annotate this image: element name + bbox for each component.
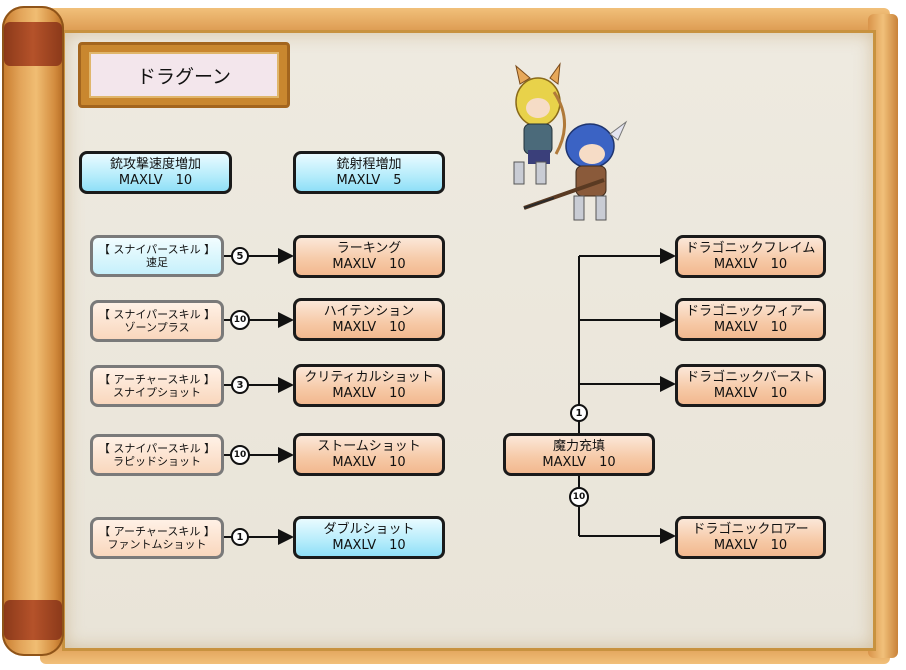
scroll-roll-cap-top [4, 22, 62, 66]
skill-name: ハイテンション [323, 303, 415, 319]
skill-name: ドラゴニックバースト [686, 369, 815, 385]
skill-name: 魔力充填 [552, 438, 605, 454]
requirement-row-4[interactable]: 【 スナイパースキル 】 ラピッドショット [90, 434, 224, 476]
required-level-badge: 1 [231, 528, 249, 546]
skill-lurking[interactable]: ラーキング MAXLV 10 [293, 235, 445, 278]
skill-mana-charge[interactable]: 魔力充填 MAXLV 10 [503, 433, 655, 476]
skill-level: MAXLV 10 [542, 454, 616, 470]
required-level-badge-up: 1 [570, 404, 588, 422]
skill-dragonic-roar[interactable]: ドラゴニックロアー MAXLV 10 [675, 516, 826, 559]
skill-name: クリティカルショット [304, 369, 434, 385]
skill-gun-range[interactable]: 銃射程増加 MAXLV 5 [293, 151, 445, 194]
skill-level: MAXLV 10 [713, 537, 788, 553]
required-level-badge: 10 [230, 445, 250, 465]
title-plaque: ドラグーン [78, 42, 290, 108]
skill-name: ドラゴニックフレイム [685, 240, 816, 256]
page-title: ドラグーン [136, 65, 232, 88]
skill-level: MAXLV 10 [332, 319, 406, 335]
required-level-badge: 3 [231, 376, 249, 394]
skill-name: ストームショット [317, 438, 421, 454]
requirement-class: 【 スナイパースキル 】 [98, 243, 216, 256]
skill-level: MAXLV 10 [713, 319, 788, 335]
gunner-character-icon [523, 120, 628, 221]
archer-character-icon [513, 62, 566, 185]
skill-level: MAXLV 10 [713, 256, 788, 272]
requirement-class: 【 アーチャースキル 】 [99, 373, 215, 386]
skill-level: MAXLV 10 [332, 454, 406, 470]
skill-level: MAXLV 5 [336, 172, 402, 188]
skill-dragonic-fear[interactable]: ドラゴニックフィアー MAXLV 10 [675, 298, 826, 341]
skill-high-tension[interactable]: ハイテンション MAXLV 10 [293, 298, 445, 341]
requirement-skill: ゾーンプラス [124, 321, 190, 334]
scroll-roll-left [2, 6, 64, 656]
skill-name: 銃攻撃速度増加 [109, 156, 201, 172]
skill-dragonic-burst[interactable]: ドラゴニックバースト MAXLV 10 [675, 364, 826, 407]
skill-level: MAXLV 10 [332, 385, 406, 401]
requirement-row-3[interactable]: 【 アーチャースキル 】 スナイプショット [90, 365, 224, 407]
skill-level: MAXLV 10 [332, 256, 406, 272]
title-plaque-inner: ドラグーン [89, 52, 279, 98]
skill-storm-shot[interactable]: ストームショット MAXLV 10 [293, 433, 445, 476]
skill-level: MAXLV 10 [713, 385, 788, 401]
skill-level: MAXLV 10 [332, 537, 406, 553]
skill-critical-shot[interactable]: クリティカルショット MAXLV 10 [293, 364, 445, 407]
requirement-row-5[interactable]: 【 アーチャースキル 】 ファントムショット [90, 517, 224, 559]
requirement-skill: スナイプショット [113, 386, 201, 399]
skill-name: ドラゴニックフィアー [686, 303, 815, 319]
skill-gun-attack-speed[interactable]: 銃攻撃速度増加 MAXLV 10 [79, 151, 232, 194]
required-level-badge: 10 [230, 310, 250, 330]
requirement-row-1[interactable]: 【 スナイパースキル 】 速足 [90, 235, 224, 277]
requirement-row-2[interactable]: 【 スナイパースキル 】 ゾーンプラス [90, 300, 224, 342]
skill-double-shot[interactable]: ダブルショット MAXLV 10 [293, 516, 445, 559]
requirement-class: 【 スナイパースキル 】 [98, 308, 216, 321]
scroll-roll-cap-bottom [4, 600, 62, 640]
requirement-skill: ラピッドショット [113, 455, 201, 468]
skill-name: 銃射程増加 [336, 156, 402, 172]
required-level-badge-down: 10 [569, 487, 589, 507]
skill-level: MAXLV 10 [118, 172, 193, 188]
requirement-skill: 速足 [146, 256, 168, 269]
required-level-badge: 5 [231, 247, 249, 265]
skill-name: ドラゴニックロアー [692, 521, 809, 537]
character-illustration [513, 62, 628, 221]
skill-dragonic-flame[interactable]: ドラゴニックフレイム MAXLV 10 [675, 235, 826, 278]
skill-name: ダブルショット [323, 521, 415, 537]
requirement-class: 【 スナイパースキル 】 [98, 442, 216, 455]
skill-name: ラーキング [336, 240, 402, 256]
requirement-skill: ファントムショット [107, 538, 207, 551]
requirement-class: 【 アーチャースキル 】 [99, 525, 215, 538]
